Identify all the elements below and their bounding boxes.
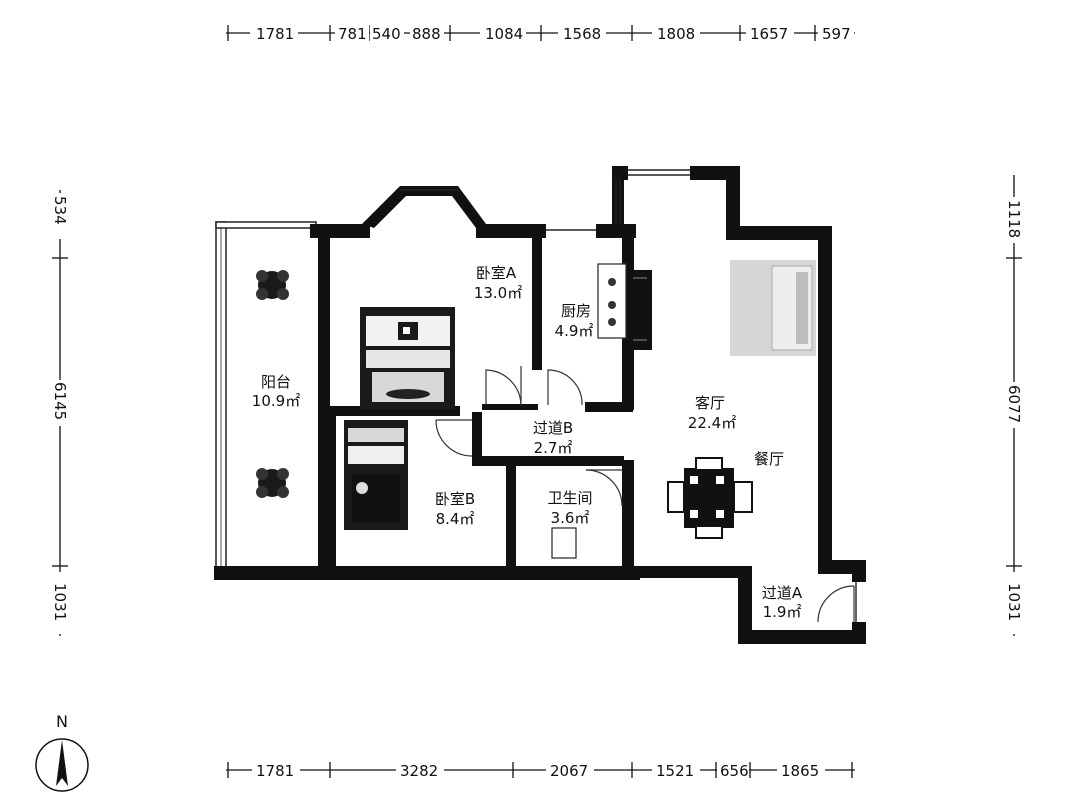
- walls: [214, 166, 866, 644]
- dim-top-7: 1808: [657, 25, 695, 43]
- dim-bottom-5: 656: [720, 762, 749, 780]
- dim-bottom-2: 3282: [400, 762, 438, 780]
- dining-table: [667, 457, 753, 539]
- room-name-bathroom: 卫生间: [547, 489, 592, 507]
- dim-bottom-4: 1521: [656, 762, 694, 780]
- doors: [435, 366, 855, 623]
- dim-top-6: 1568: [563, 25, 601, 43]
- bottom-dimension-line: 1781 3282 2067 1521 656 1865: [226, 759, 855, 781]
- room-area-balcony: 10.9㎡: [252, 392, 300, 410]
- sofa: [730, 260, 816, 356]
- compass-arrow-icon: [56, 740, 68, 786]
- windows: [400, 169, 857, 622]
- dim-bottom-1: 1781: [256, 762, 294, 780]
- dim-left-2: 6145: [51, 382, 69, 420]
- dim-top-5: 1084: [485, 25, 523, 43]
- toilet: [551, 527, 577, 559]
- dim-left-3: 1031: [51, 583, 69, 621]
- dim-top-9: 597: [822, 25, 851, 43]
- bed-a: [360, 307, 455, 409]
- right-dimension-line: 1118 6077 1031: [1003, 175, 1025, 636]
- left-dimension-line: 534 6145 1031: [49, 190, 71, 636]
- balcony-plant-2: [256, 468, 289, 498]
- room-area-bathroom: 3.6㎡: [551, 509, 590, 527]
- room-name-corridor-b: 过道B: [533, 419, 573, 437]
- room-name-corridor-a: 过道A: [762, 584, 803, 602]
- dim-right-3: 1031: [1005, 583, 1023, 621]
- room-area-living: 22.4㎡: [688, 414, 736, 432]
- compass-north-label: N: [56, 712, 68, 731]
- room-area-bedroom-b: 8.4㎡: [436, 510, 475, 528]
- dim-bottom-3: 2067: [550, 762, 588, 780]
- dim-right-1: 1118: [1005, 200, 1023, 238]
- room-area-corridor-b: 2.7㎡: [534, 439, 573, 457]
- dim-left-1: 534: [51, 196, 69, 225]
- top-dimension-line: 1781 781 540 888 1084 1568 1808 1657 597: [226, 22, 855, 44]
- dim-top-3: 540: [372, 25, 401, 43]
- fridge: [628, 270, 652, 350]
- dim-top-4: 888: [412, 25, 441, 43]
- dim-top-2: 781: [338, 25, 367, 43]
- room-name-dining: 餐厅: [754, 450, 784, 468]
- dim-top-8: 1657: [750, 25, 788, 43]
- room-area-kitchen: 4.9㎡: [555, 322, 594, 340]
- room-name-kitchen: 厨房: [561, 302, 591, 320]
- stove: [597, 263, 627, 339]
- room-name-balcony: 阳台: [261, 373, 291, 391]
- dim-bottom-6: 1865: [781, 762, 819, 780]
- bed-b: [344, 420, 408, 530]
- room-area-corridor-a: 1.9㎡: [763, 603, 802, 621]
- balcony-plant-1: [256, 270, 289, 300]
- room-area-bedroom-a: 13.0㎡: [474, 284, 522, 302]
- compass: N: [35, 712, 89, 792]
- room-name-living: 客厅: [695, 394, 725, 412]
- dim-top-1: 1781: [256, 25, 294, 43]
- balcony-railing: [215, 221, 317, 580]
- room-name-bedroom-b: 卧室B: [435, 490, 475, 508]
- dim-right-2: 6077: [1005, 385, 1023, 423]
- room-name-bedroom-a: 卧室A: [476, 264, 517, 282]
